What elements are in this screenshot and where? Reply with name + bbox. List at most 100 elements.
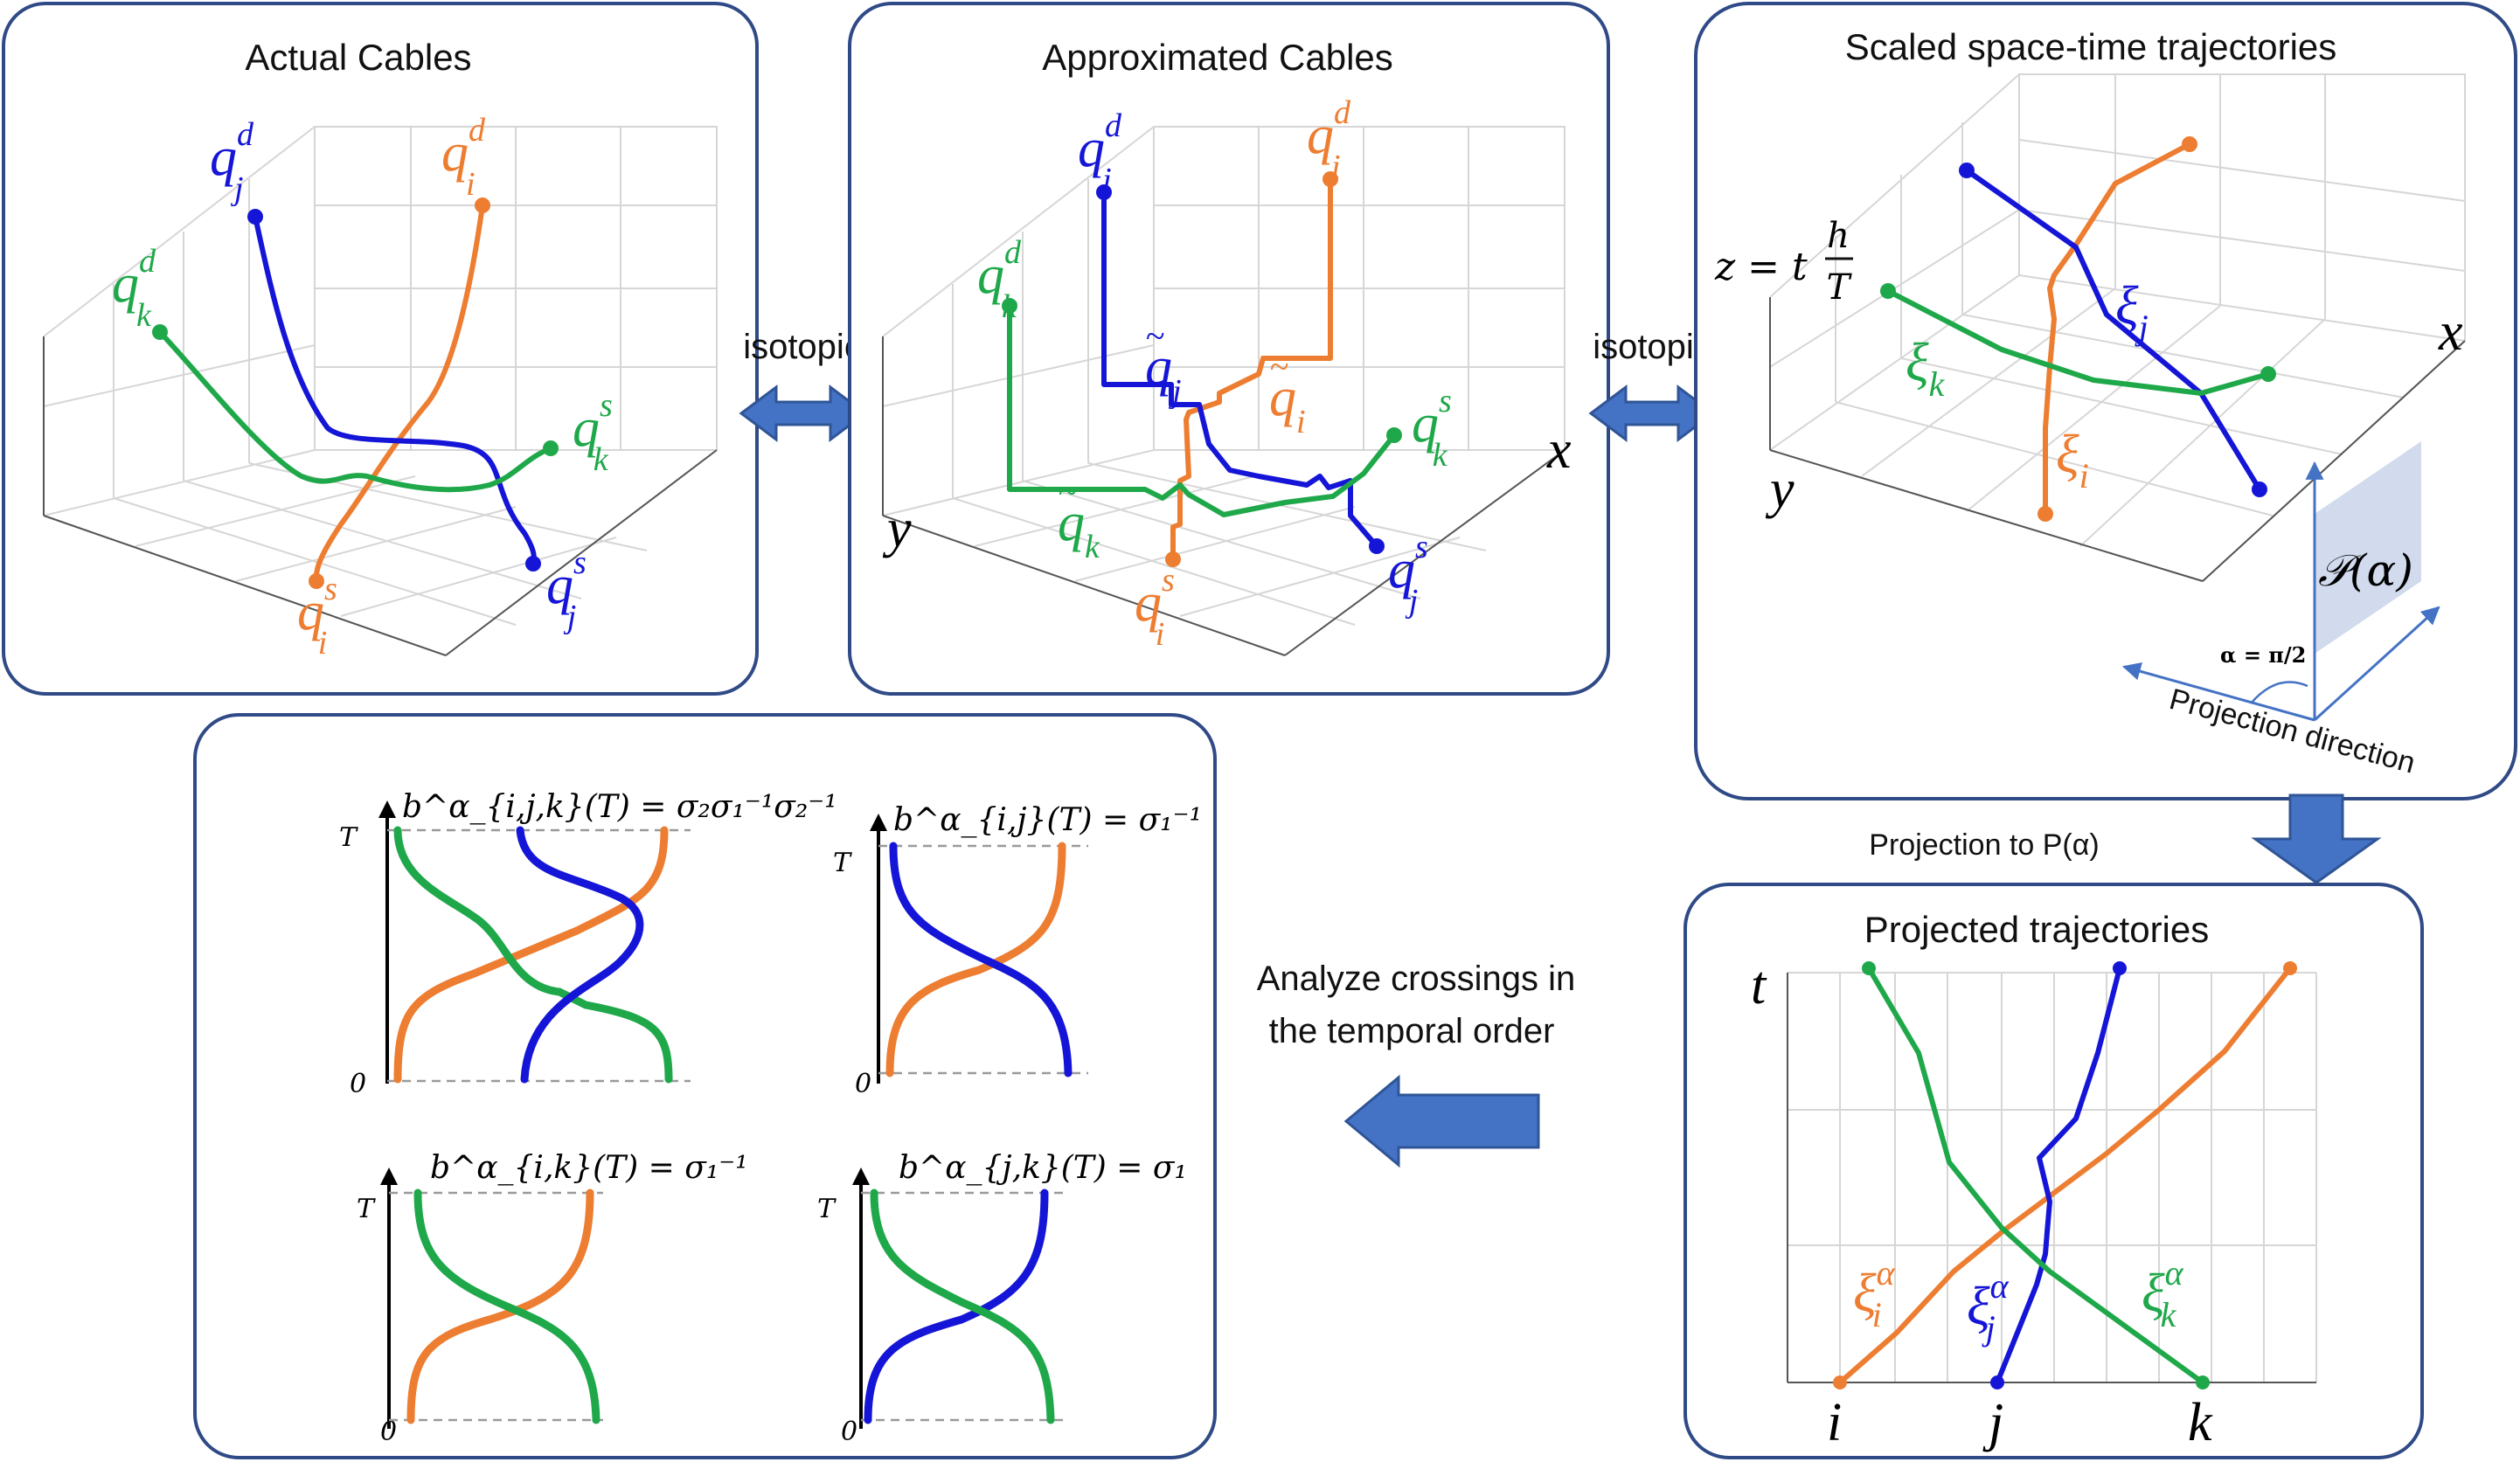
projected-dot-j-end — [2113, 961, 2127, 975]
projected-dot-i-start — [1833, 1375, 1847, 1389]
isotopic-arrow-1: isotopic — [739, 328, 868, 442]
svg-text:T: T — [1827, 267, 1853, 308]
panel-projected-title: Projected trajectories — [1864, 909, 2210, 950]
panel-scaled-trajectories: Scaled space-time trajectories — [1694, 2, 2517, 800]
actual-cable-k — [157, 329, 553, 493]
scaled-axis-x: x — [2438, 302, 2463, 362]
projected-axes — [1787, 973, 2316, 1383]
scaled-label-xi-i: ξi — [2056, 425, 2089, 495]
scaled-traj-k — [1885, 288, 2271, 396]
panel-braids: T 0 b^α_{i,j,k}(T) = σ₂σ₁⁻¹σ₂⁻¹ T 0 b^α_… — [193, 713, 1217, 1459]
braid-ij: T 0 b^α_{i,j}(T) = σ₁⁻¹ — [833, 802, 1202, 1099]
isotopic-label-2: isotopic — [1593, 328, 1711, 366]
braid-ijk-strand-green — [393, 826, 673, 1084]
approx-dot-k-d — [1002, 298, 1017, 314]
projected-traj-i — [1837, 966, 2293, 1385]
scaled-z-formula: z = t h T — [1714, 216, 1853, 308]
braid-ij-T: T — [833, 848, 852, 878]
projection-arrow-label: Projection to P(α) — [1869, 828, 2099, 862]
panel-scaled-title: Scaled space-time trajectories — [1845, 26, 2337, 67]
approx-axis-y: y — [882, 499, 912, 558]
alpha-label: α = π/2 — [2220, 642, 2306, 668]
braid-jk-strand-blue — [864, 1188, 1049, 1424]
panel-approximated-cables: Approximated Cables — [848, 2, 1610, 696]
braid-ij-zero: 0 — [855, 1069, 871, 1099]
projected-traj-j — [1995, 966, 2122, 1385]
approx-axes — [882, 336, 1565, 656]
actual-dot-j-s — [525, 556, 541, 572]
left-arrow — [1343, 1074, 1540, 1168]
projected-dot-i-end — [2283, 961, 2297, 975]
svg-text:h: h — [1827, 216, 1850, 256]
approx-dot-k-s — [1386, 427, 1402, 443]
panel-projected-trajectories: Projected trajectories — [1683, 883, 2424, 1459]
approx-dot-i-s — [1165, 551, 1181, 567]
projected-dot-j-start — [1990, 1375, 2004, 1389]
scaled-axis-y: y — [1765, 460, 1795, 519]
braid-ik-strand-green — [413, 1188, 600, 1424]
braid-ijk-zero: 0 — [350, 1069, 366, 1099]
approx-grid — [882, 126, 1565, 626]
projected-grid — [1788, 972, 2317, 1382]
actual-dot-k-d — [152, 324, 168, 340]
approx-cable-i — [1170, 177, 1333, 562]
actual-cable-j — [253, 214, 537, 566]
scaled-dot-i-top — [2182, 136, 2197, 152]
actual-dot-i-d — [475, 197, 490, 213]
isotopic-label-1: isotopic — [743, 328, 862, 366]
scaled-dot-i-bottom — [2038, 506, 2053, 522]
projected-axis-t: t — [1751, 956, 1767, 1015]
approx-cable-k — [1007, 303, 1397, 517]
scaled-dot-j-top — [1959, 163, 1975, 178]
scaled-dot-k-bottom — [2260, 366, 2276, 382]
scaled-traj-i — [2043, 142, 2192, 516]
projected-dot-k-start — [2196, 1375, 2210, 1389]
braid-jk-zero: 0 — [841, 1417, 857, 1447]
braid-ik-strand-orange — [406, 1188, 594, 1424]
approx-dot-i-d — [1322, 171, 1338, 187]
braid-jk-title: b^α_{j,k}(T) = σ₁ — [899, 1150, 1187, 1186]
projected-dot-k-end — [1862, 961, 1876, 975]
actual-dot-j-d — [247, 209, 263, 225]
actual-dot-k-s — [543, 440, 559, 456]
scaled-label-xi-j: ξj — [2115, 276, 2149, 347]
braid-ij-strand-blue — [889, 842, 1073, 1077]
braid-ik-title: b^α_{i,k}(T) = σ₁⁻¹ — [430, 1150, 748, 1186]
approx-axis-x: x — [1546, 420, 1572, 480]
braid-jk-T: T — [817, 1194, 837, 1224]
scaled-axes — [1769, 297, 2466, 582]
braid-ijk-strand-orange — [393, 826, 669, 1084]
approx-label-qj-tilde: ~qj — [1145, 316, 1182, 410]
analyze-label-line1: Analyze crossings in — [1257, 960, 1576, 998]
panel-actual-frame — [2, 2, 759, 696]
scaled-label-xi-k: ξk — [1906, 333, 1946, 404]
svg-text:z = t: z = t — [1714, 245, 1808, 289]
braid-ik-zero: 0 — [380, 1417, 397, 1447]
projected-traj-k — [1866, 966, 2205, 1385]
approx-label-qk-tilde: ~qk — [1058, 472, 1100, 565]
projected-tick-i: i — [1827, 1393, 1842, 1452]
braid-ijk-T: T — [339, 822, 358, 853]
approx-cable-j — [1101, 190, 1379, 549]
scaled-traj-j — [1964, 168, 2262, 492]
panel-scaled-frame — [1694, 2, 2517, 800]
double-arrow-1 — [739, 385, 868, 442]
down-arrow — [2251, 793, 2382, 884]
braid-ij-title: b^α_{i,j}(T) = σ₁⁻¹ — [893, 802, 1202, 838]
projection-plane — [2315, 441, 2421, 720]
braid-ik: T 0 b^α_{i,k}(T) = σ₁⁻¹ — [357, 1150, 748, 1447]
approx-dot-j-d — [1096, 184, 1112, 200]
approx-dot-j-s — [1369, 538, 1385, 554]
braid-ijk: T 0 b^α_{i,j,k}(T) = σ₂σ₁⁻¹σ₂⁻¹ — [339, 789, 837, 1099]
braid-ij-strand-orange — [885, 842, 1066, 1077]
braid-jk: T 0 b^α_{j,k}(T) = σ₁ — [817, 1150, 1187, 1447]
